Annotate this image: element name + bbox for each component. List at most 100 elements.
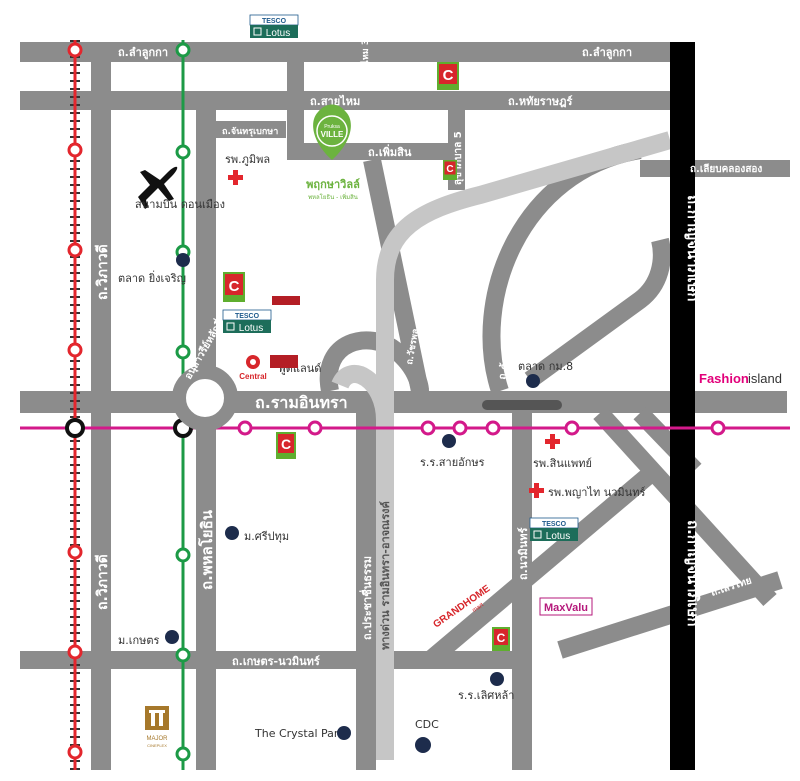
- underpass: [482, 400, 562, 410]
- poi-label: ม.เกษตร: [118, 634, 160, 647]
- central-logo: Central: [239, 355, 267, 381]
- expressway-loop: [331, 365, 394, 421]
- bigc-logo: C: [223, 272, 245, 302]
- poi-label: ตลาด ยิ่งเจริญ: [118, 270, 186, 285]
- road-wat-phrasri: [363, 158, 429, 393]
- poi-dot-icon: [176, 253, 190, 267]
- pink-station: [452, 420, 468, 436]
- poi-dot-icon: [442, 434, 456, 448]
- project-pin: Pruksa VILLE พฤกษาวิลล์ พหลโยธิน - เพิ่ม…: [306, 104, 360, 201]
- tesco-text: TESCO: [542, 521, 567, 528]
- lotus-text: Lotus: [239, 323, 263, 334]
- airport-label: สนามบิน ดอนเมือง: [135, 198, 225, 211]
- green-station: [175, 547, 191, 563]
- poi-crystal-park: The Crystal Park: [254, 726, 351, 740]
- red-station: [67, 544, 83, 560]
- bigc-logo: C: [437, 62, 459, 90]
- road-soi-39: [287, 62, 304, 160]
- maxvalu-logo: MaxValu: [539, 597, 593, 616]
- outer-ring-road: [670, 42, 695, 770]
- road-pracha-chuen: [356, 413, 376, 770]
- mall-logo: [272, 296, 300, 305]
- poi-setthalam: ร.ร.เลิศหล้า: [458, 672, 514, 702]
- poi-label: ม.ศรีปทุม: [244, 530, 289, 543]
- label-soi-39: ซ.สายไหม 39: [359, 33, 371, 90]
- poi-km8: ตลาด กม.8: [518, 360, 573, 388]
- poi-sai-aksorn: ร.ร.สายอักษร: [420, 434, 485, 469]
- expressway-north: [376, 131, 673, 760]
- label-expressway: ทางด่วน รามอินทรา-อาจณรงค์: [379, 501, 392, 650]
- road-ratchada: [424, 463, 661, 667]
- island-text: island: [748, 371, 782, 386]
- red-station: [67, 242, 83, 258]
- green-station: [175, 647, 191, 663]
- tesco-lotus-logo-top: TESCO Lotus: [249, 14, 299, 39]
- monument-roundabout: [172, 365, 238, 431]
- label-phahon-54: ซ.พหลโยธิน 54/1: [227, 198, 305, 250]
- airplane-icon: [138, 166, 178, 209]
- red-station: [67, 142, 83, 158]
- major-sub: CINEPLEX: [147, 743, 167, 748]
- major-cineplex-logo: MAJOR CINEPLEX: [145, 706, 169, 748]
- project-name: พฤกษาวิลล์: [306, 178, 360, 191]
- bigc-text: C: [497, 631, 506, 645]
- bigc-text: C: [229, 278, 240, 295]
- maxvalu-text: MaxValu: [544, 602, 588, 614]
- grandhome-sub: mart: [472, 602, 486, 614]
- label-pracha-chuen: ถ.ประชาชื่นธรรม: [359, 556, 374, 640]
- label-liap-khlong-song: ถ.เลียบคลองสอง: [690, 163, 762, 175]
- label-outer-ring-lower: ถ.กาญจนาภิเษก: [684, 520, 702, 627]
- project-subtitle: พหลโยธิน - เพิ่มสิน: [308, 193, 358, 201]
- pink-station: [420, 420, 436, 436]
- poi-label: The Crystal Park: [254, 727, 345, 740]
- poi-kasetsart: ม.เกษตร: [118, 630, 179, 647]
- poi-label: ตลาด กม.8: [518, 360, 573, 373]
- label-vibhavadi-lower: ถ.วิภาวดี: [95, 554, 111, 610]
- bigc-logo: C: [492, 627, 510, 651]
- label-chan-kasem: ถ.จันทรุเบกษา: [222, 126, 278, 137]
- label-lat-lukka-left: ถ.ลำลูกกา: [118, 46, 168, 60]
- interchange-station: [65, 418, 85, 438]
- bigc-text: C: [446, 164, 453, 175]
- pink-line-stations: [237, 420, 726, 436]
- poi-label: ร.ร.เลิศหล้า: [458, 689, 514, 702]
- hospital-bhumibol: รพ.ภูมิพล: [225, 153, 270, 185]
- green-station: [175, 42, 191, 58]
- red-station: [67, 744, 83, 760]
- lotus-text: Lotus: [546, 531, 570, 542]
- label-outer-ring-upper: ถ.กาญจนาภิเษก: [684, 195, 702, 302]
- poi-label: ร.ร.สายอักษร: [420, 456, 485, 469]
- red-line-stations: [67, 42, 83, 760]
- central-text: Central: [239, 372, 267, 381]
- green-line-stations: [175, 42, 191, 762]
- fashion-text: Fashion: [699, 371, 749, 386]
- hospital-label: รพ.ภูมิพล: [225, 153, 270, 166]
- pink-station: [710, 420, 726, 436]
- pink-station: [237, 420, 253, 436]
- poi-dot-icon: [490, 672, 504, 686]
- project-logo: VILLE: [321, 130, 344, 139]
- red-station: [67, 342, 83, 358]
- future-park-logo: [270, 355, 298, 368]
- pink-station: [485, 420, 501, 436]
- tesco-lotus-logo-low: TESCO Lotus: [529, 517, 579, 542]
- road-vibhavadi: [91, 42, 111, 770]
- red-cross-icon: [545, 434, 560, 449]
- label-lat-lukka-right: ถ.ลำลูกกา: [582, 46, 632, 60]
- tesco-lotus-logo-mid: TESCO Lotus: [222, 309, 272, 334]
- pink-station: [564, 420, 580, 436]
- interchange-stations: [65, 418, 193, 438]
- expressway: [331, 131, 673, 760]
- hospital-phyathai: รพ.พญาไท นวมินทร์: [529, 483, 645, 499]
- poi-dot-icon: [415, 737, 431, 753]
- bigc-text: C: [443, 67, 454, 84]
- green-station: [175, 344, 191, 360]
- hospital-sinphaet: รพ.สินแพทย์: [533, 434, 592, 470]
- major-text: MAJOR: [147, 736, 169, 742]
- green-station: [175, 144, 191, 160]
- tesco-text: TESCO: [262, 18, 287, 25]
- fashion-island-logo: Fashion island: [699, 371, 782, 386]
- label-ram-intra: ถ.รามอินทรา: [255, 393, 348, 412]
- green-station: [175, 746, 191, 762]
